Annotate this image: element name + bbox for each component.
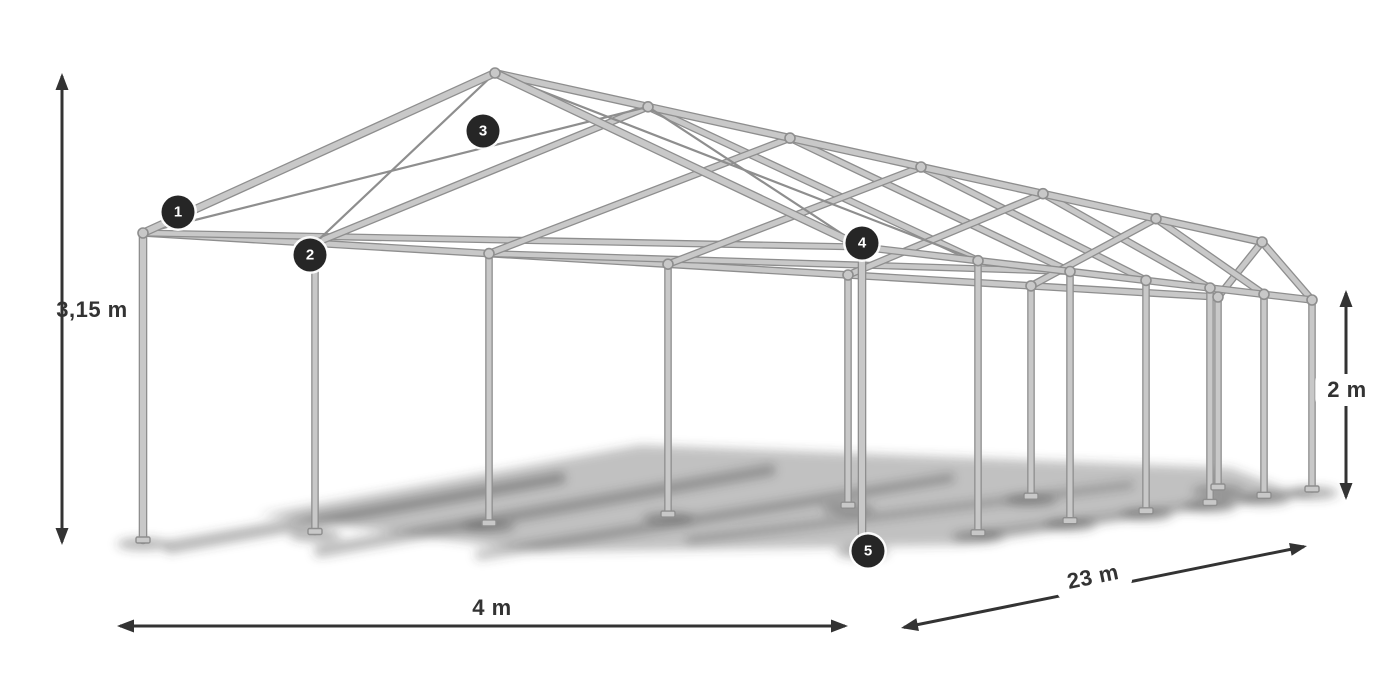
width-dimension-label: 4 m xyxy=(460,592,524,624)
marker-2[interactable]: 2 xyxy=(293,238,327,272)
marker-1[interactable]: 1 xyxy=(161,195,195,229)
side-height-dimension-label: 2 m xyxy=(1315,374,1379,406)
marker-3[interactable]: 3 xyxy=(466,114,500,148)
ground-shadows xyxy=(117,445,1338,560)
ridge-height-arrow xyxy=(55,73,69,545)
marker-5[interactable]: 5 xyxy=(851,534,885,568)
width-arrow xyxy=(117,619,848,633)
marker-4[interactable]: 4 xyxy=(845,226,879,260)
ridge-height-dimension-label: 3,15 m xyxy=(56,297,128,322)
